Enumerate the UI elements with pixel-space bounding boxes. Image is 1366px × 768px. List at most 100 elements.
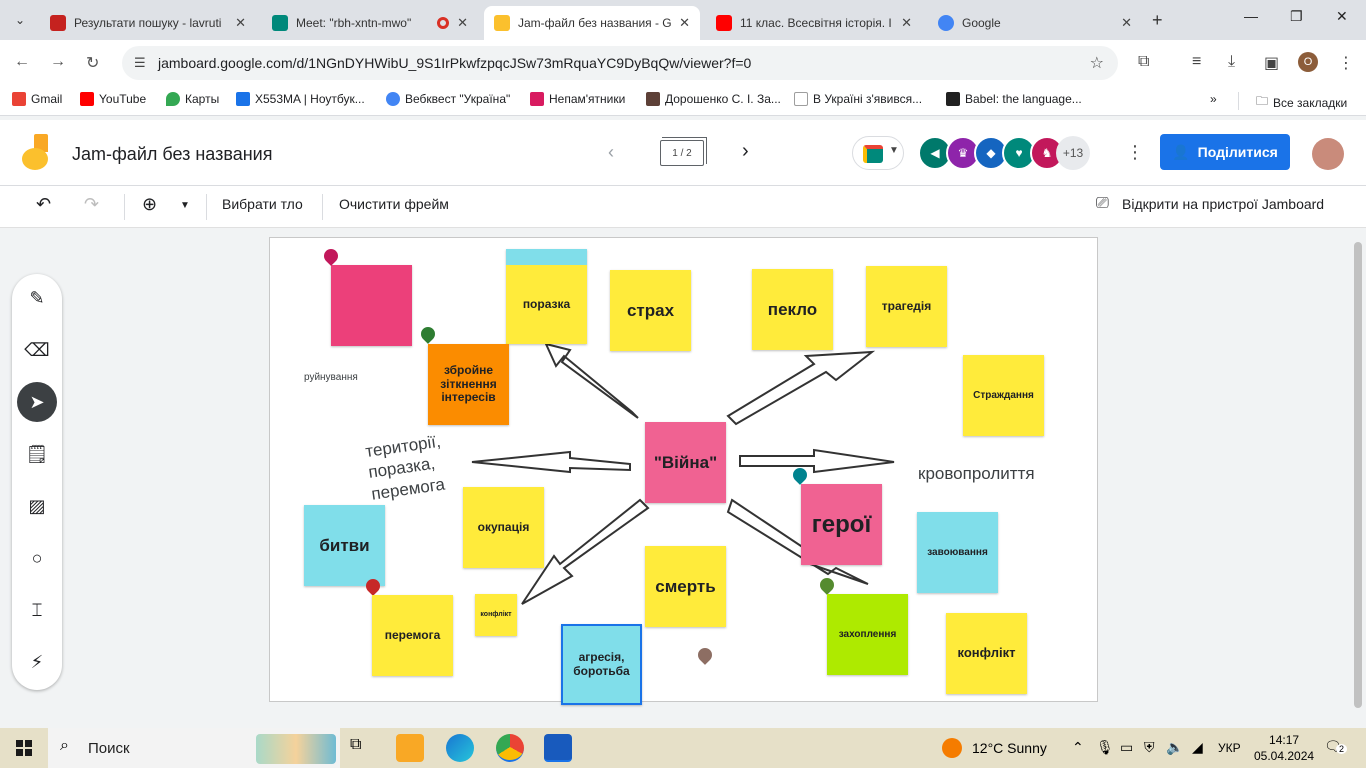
volume-icon[interactable]: 🔈 <box>1166 739 1184 755</box>
eraser-icon[interactable]: ⌫ <box>24 339 50 360</box>
tab-youtube[interactable]: 11 клас. Всесвітня історія. І ✕ <box>706 6 922 40</box>
sticky-note-konflikt[interactable]: конфлікт <box>946 613 1027 694</box>
sticky-note-icon[interactable]: 🗒 <box>25 443 49 464</box>
battery-icon[interactable]: ▭ <box>1120 739 1134 755</box>
zoom-icon[interactable]: ⊕ <box>142 194 158 214</box>
omnibox[interactable]: ☰ jamboard.google.com/d/1NGnDYHWibU_9S1I… <box>122 46 1118 80</box>
set-background-button[interactable]: Вибрати тло <box>222 196 303 212</box>
weather-text[interactable]: 12°C Sunny <box>972 740 1047 756</box>
canvas-text-ruinuvannia[interactable]: руйнування <box>304 372 358 383</box>
share-button[interactable]: 👤Поділитися <box>1160 134 1290 170</box>
edge-icon[interactable] <box>446 734 474 762</box>
sticky-note-bytvy[interactable]: битви <box>304 505 385 586</box>
close-icon[interactable]: ✕ <box>1121 15 1132 30</box>
chrome-icon[interactable] <box>496 734 524 762</box>
weather-sun-icon[interactable] <box>942 738 962 758</box>
sticky-note-zakhoplennia[interactable]: захоплення <box>827 594 908 675</box>
bookmark-nepamiatnyky[interactable]: Непам'ятники <box>530 92 625 106</box>
security-icon[interactable]: ⛨ <box>1144 739 1155 755</box>
tab-google[interactable]: Google ✕ <box>928 6 1142 40</box>
sticky-note-trahediia[interactable]: трагедія <box>866 266 947 347</box>
microphone-icon[interactable]: 🎙 <box>1096 739 1114 755</box>
sticky-note-konflikt-small[interactable]: конфлікт <box>475 594 517 636</box>
profile-avatar[interactable]: O <box>1298 52 1318 72</box>
text-box-icon[interactable]: ⌶ <box>31 599 43 620</box>
side-panel-icon[interactable]: ▣ <box>1264 55 1280 72</box>
taskbar-search[interactable]: ⌕ Поиск <box>48 728 340 768</box>
sticky-note-heroi[interactable]: герої <box>801 484 882 565</box>
bookmark-youtube[interactable]: YouTube <box>80 92 146 106</box>
vertical-scrollbar[interactable] <box>1354 242 1362 708</box>
new-tab-icon[interactable]: + <box>1152 10 1163 30</box>
close-icon[interactable]: ✕ <box>901 15 912 30</box>
laser-icon[interactable]: ⚡ <box>30 651 44 672</box>
sticky-note-porazka[interactable]: поразка <box>506 249 587 344</box>
sticky-note-smert[interactable]: смерть <box>645 546 726 627</box>
sticky-note-viina[interactable]: "Війна" <box>645 422 726 503</box>
url-text[interactable]: jamboard.google.com/d/1NGnDYHWibU_9S1IrP… <box>158 55 752 71</box>
more-options-icon[interactable]: ⋮ <box>1126 142 1144 162</box>
account-avatar[interactable] <box>1312 138 1344 170</box>
redo-icon[interactable]: ↷ <box>84 194 100 214</box>
close-icon[interactable]: ✕ <box>457 15 468 30</box>
bookmark-gmail[interactable]: Gmail <box>12 92 62 106</box>
all-bookmarks[interactable]: 🗀Все закладки <box>1256 92 1347 113</box>
task-view-icon[interactable]: ⧉ <box>350 736 362 753</box>
canvas-text-krovoprolyttia[interactable]: кровопролиття <box>918 464 1035 483</box>
image-icon[interactable]: ▨ <box>28 495 46 516</box>
pen-icon[interactable]: ✎ <box>29 287 45 308</box>
bookmark-webquest[interactable]: Вебквест "Україна" <box>386 92 510 106</box>
shape-circle-icon[interactable]: ○ <box>31 547 43 568</box>
more-collaborators-badge[interactable]: +13 <box>1056 136 1090 170</box>
bookmarks-overflow-icon[interactable]: » <box>1210 92 1217 106</box>
sticky-note-okupatsiia[interactable]: окупація <box>463 487 544 568</box>
forward-icon[interactable]: → <box>50 53 66 70</box>
sticky-note-pink[interactable] <box>331 265 412 346</box>
language-indicator[interactable]: УКР <box>1218 741 1241 755</box>
document-title[interactable]: Jam-файл без названия <box>72 144 273 164</box>
sticky-note-zavoiuvannia[interactable]: завоювання <box>917 512 998 593</box>
frame-indicator[interactable]: 1 / 2 <box>660 137 707 166</box>
system-clock[interactable]: 14:17 05.04.2024 <box>1254 732 1314 764</box>
jam-frame[interactable]: поразка страх пекло трагедія збройне зіт… <box>269 237 1098 705</box>
clear-frame-button[interactable]: Очистити фрейм <box>339 196 449 212</box>
bookmark-babel[interactable]: Babel: the language... <box>946 92 1082 106</box>
back-icon[interactable]: ← <box>14 53 30 70</box>
next-frame-icon[interactable]: › <box>742 140 749 162</box>
bookmark-ukraine-news[interactable]: В Україні з'явився... <box>794 92 922 106</box>
windows-start-icon[interactable] <box>16 740 32 756</box>
sticky-note-strakh[interactable]: страх <box>610 270 691 351</box>
tab-jamboard[interactable]: Jam-файл без названия - G ✕ <box>484 6 700 40</box>
bookmark-star-icon[interactable]: ☆ <box>1089 55 1104 72</box>
bookmark-doroshenko[interactable]: Дорошенко С. І. За... <box>646 92 781 106</box>
file-explorer-icon[interactable] <box>396 734 424 762</box>
close-icon[interactable]: ✕ <box>235 15 246 30</box>
sticky-note-peremoha[interactable]: перемога <box>372 595 453 676</box>
bookmark-asus[interactable]: X553MA | Ноутбук... <box>236 92 365 106</box>
extensions-icon[interactable]: ⧉ <box>1138 53 1150 70</box>
restore-icon[interactable]: ❐ <box>1290 8 1303 24</box>
chrome-menu-icon[interactable]: ⋮ <box>1338 55 1354 72</box>
word-icon[interactable] <box>544 734 572 762</box>
reload-icon[interactable]: ↻ <box>86 55 100 72</box>
site-info-icon[interactable]: ☰ <box>134 55 146 70</box>
media-icon[interactable]: ≡ <box>1192 53 1202 70</box>
sticky-note-peklo[interactable]: пекло <box>752 269 833 350</box>
collaborator-avatar[interactable]: ♛ <box>946 136 980 170</box>
bookmark-maps[interactable]: Карты <box>166 92 219 106</box>
window-close-icon[interactable]: ✕ <box>1336 8 1348 24</box>
minimize-icon[interactable]: — <box>1244 8 1258 24</box>
tab-meet[interactable]: Meet: "rbh-xntn-mwo" ✕ <box>262 6 478 40</box>
tab-search-results[interactable]: Результати пошуку - lavruti ✕ <box>40 6 256 40</box>
sticky-note-zbroine[interactable]: збройне зіткнення інтересів <box>428 344 509 425</box>
undo-icon[interactable]: ↶ <box>36 194 52 214</box>
open-on-jamboard-button[interactable]: Відкрити на пристрої Jamboard <box>1122 196 1325 212</box>
zoom-chevron-down-icon[interactable]: ▼ <box>180 200 190 211</box>
download-icon[interactable]: ⤓ <box>1228 53 1236 70</box>
sticky-note-strazhdannia[interactable]: Страждання <box>963 355 1044 436</box>
sticky-note-ahresiia[interactable]: агресія, боротьба <box>561 624 642 705</box>
tray-chevron-up-icon[interactable]: ⌃ <box>1072 739 1084 755</box>
tab-search-chevron-icon[interactable]: ⌄ <box>14 13 26 27</box>
cast-device-icon[interactable]: ⎚ <box>1096 195 1109 212</box>
select-cursor-icon[interactable]: ➤ <box>17 382 57 422</box>
